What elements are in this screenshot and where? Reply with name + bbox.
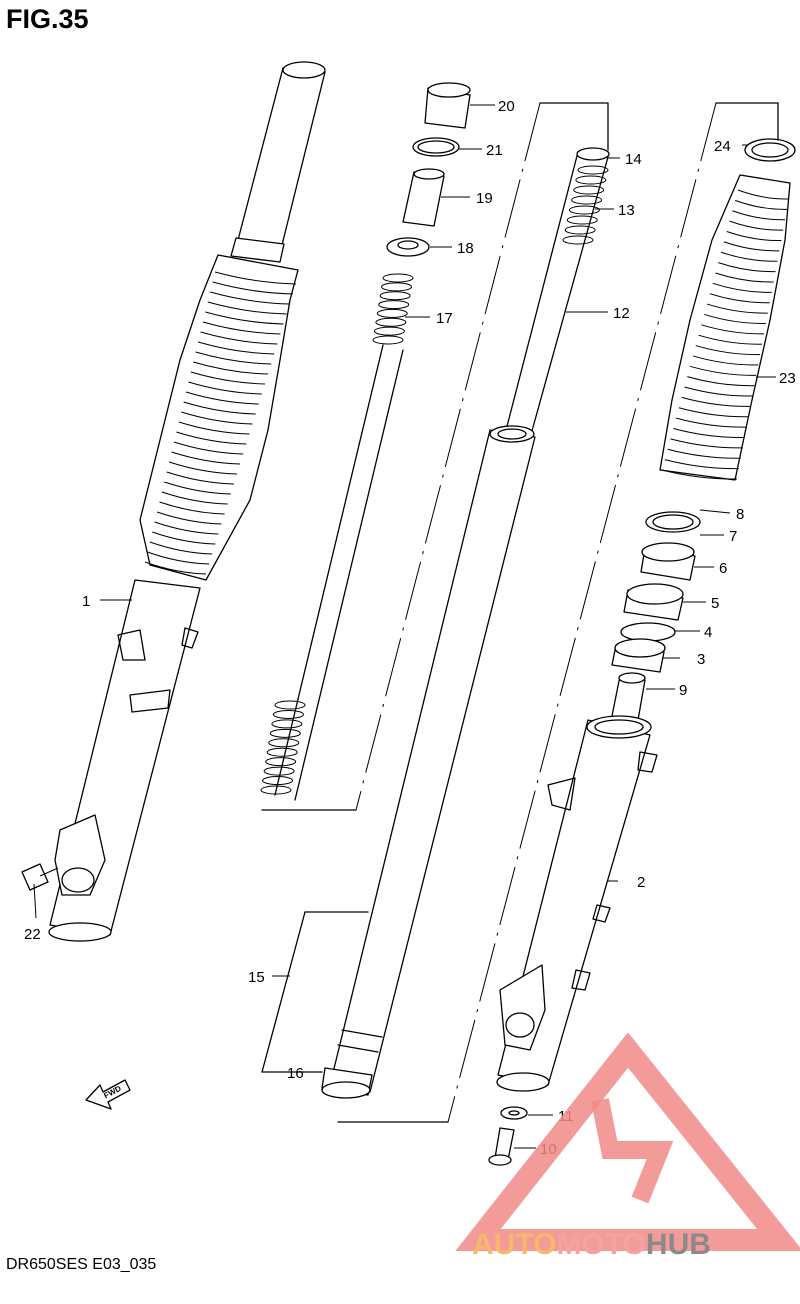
- damper-rod-ring: [576, 147, 610, 161]
- callout-9: 9: [679, 682, 687, 699]
- callout-22: 22: [24, 926, 41, 943]
- right-fork-assembly: [488, 138, 796, 1166]
- fork-cap-o-ring: [412, 137, 460, 157]
- callout-3: 3: [697, 651, 705, 668]
- footer-part-code: DR650SES E03_035: [6, 1256, 157, 1273]
- drain-washer: [500, 1106, 528, 1120]
- left-axle-hole: [61, 867, 95, 893]
- watermark-triangle-icon: [455, 1032, 800, 1251]
- spring-seat-washer: [386, 237, 430, 257]
- damper-rod-group: [504, 147, 610, 442]
- watermark-hub: HUB: [646, 1228, 711, 1261]
- watermark-auto: AUTO: [472, 1228, 556, 1261]
- left-tube-tab: [181, 627, 199, 649]
- callout-18: 18: [457, 240, 474, 257]
- fork-spring-coils: [260, 273, 414, 795]
- callout-4: 4: [704, 624, 712, 641]
- right-axle-hole: [505, 1012, 535, 1038]
- left-boot-clamp: [230, 237, 285, 263]
- left-tube-cap: [282, 61, 326, 79]
- right-tube-lug: [547, 777, 576, 811]
- left-fork-boot: [139, 254, 299, 581]
- left-fork-assembly: [21, 61, 326, 942]
- callout-17: 17: [436, 310, 453, 327]
- right-fork-boot: [659, 174, 791, 481]
- callout-1: 1: [82, 593, 90, 610]
- left-outer-tube-bottom: [48, 922, 112, 942]
- callout-21: 21: [486, 142, 503, 159]
- callout-24: 24: [714, 138, 731, 155]
- callout-15: 15: [248, 969, 265, 986]
- right-outer-tube-top: [586, 715, 652, 739]
- callout-13: 13: [618, 202, 635, 219]
- fwd-arrow-icon: FWD: [85, 1079, 131, 1110]
- callout-labels: 1 2 3 4 5 6 7 8 9 10 11 12 13 14 15 16 1…: [24, 98, 796, 1158]
- callout-14: 14: [625, 151, 642, 168]
- callout-19: 19: [476, 190, 493, 207]
- left-clamp-bolt: [21, 863, 49, 891]
- callout-7: 7: [729, 528, 737, 545]
- inner-tube-top: [489, 425, 535, 443]
- watermark: AUTOMOTOHUB: [455, 1032, 800, 1261]
- callout-6: 6: [719, 560, 727, 577]
- inner-tube-group: [321, 425, 536, 1099]
- watermark-moto: MOTO: [556, 1228, 645, 1261]
- assembly-lines: [261, 102, 779, 1123]
- callout-8: 8: [736, 506, 744, 523]
- rebound-spring-coils: [562, 165, 609, 245]
- left-inner-tube: [237, 67, 326, 246]
- callout-16: 16: [287, 1065, 304, 1082]
- left-tube-lug: [117, 629, 146, 661]
- svg-text:AUTOMOTOHUB: AUTOMOTOHUB: [472, 1228, 711, 1261]
- right-boot-ridges: [661, 189, 790, 480]
- callout-2: 2: [637, 874, 645, 891]
- figure-title: FIG.35: [6, 4, 89, 34]
- left-tube-bracket: [129, 689, 171, 713]
- spring-spacer: [402, 171, 445, 227]
- oil-seal-retainer: [620, 622, 676, 642]
- callout-12: 12: [613, 305, 630, 322]
- spring-group: [274, 82, 471, 801]
- damper-rod: [504, 151, 609, 439]
- callout-20: 20: [498, 98, 515, 115]
- callout-23: 23: [779, 370, 796, 387]
- leader-lines: [33, 104, 776, 1149]
- left-boot-ridges: [144, 271, 297, 575]
- callout-5: 5: [711, 595, 719, 612]
